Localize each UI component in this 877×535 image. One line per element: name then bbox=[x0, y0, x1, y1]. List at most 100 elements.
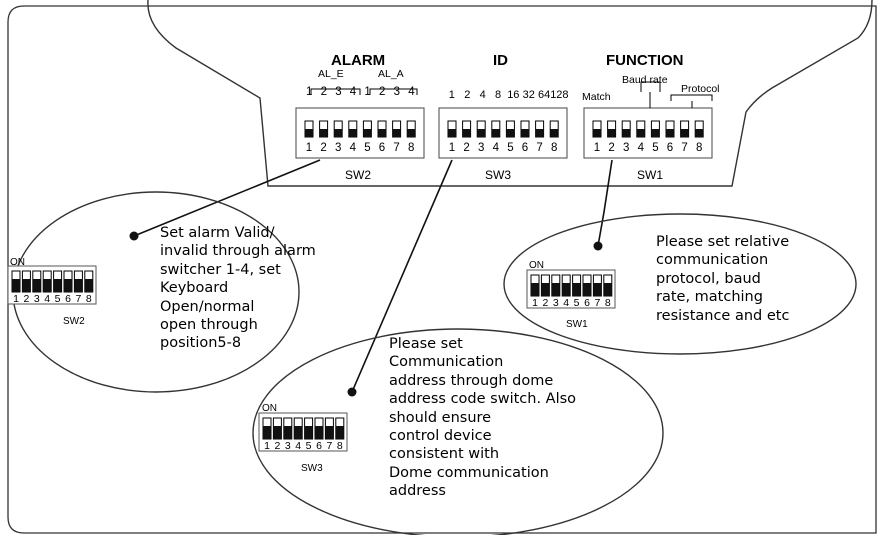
dip-position-number: 5 bbox=[574, 297, 580, 309]
dip-switch-knob bbox=[283, 426, 292, 439]
dip-position-number: 4 bbox=[295, 440, 301, 452]
dip-position-number: 4 bbox=[493, 142, 500, 154]
dip-position-number: 1 bbox=[264, 440, 270, 452]
dip-switch-knob bbox=[304, 426, 313, 439]
callout-sw3-line: address through dome bbox=[389, 372, 554, 389]
sw1-on-label: ON bbox=[529, 260, 544, 271]
function-protocol-label: Protocol bbox=[681, 83, 720, 95]
main-switch-name-sw1: SW1 bbox=[637, 168, 664, 182]
dip-position-number: 3 bbox=[335, 142, 341, 154]
dip-position-number: 1 bbox=[306, 142, 312, 154]
dip-switch-knob bbox=[541, 283, 550, 296]
dip-switch-knob bbox=[572, 283, 581, 296]
dip-switch-knob bbox=[448, 129, 456, 137]
dip-position-number: 1 bbox=[594, 142, 600, 154]
dip-position-number: 6 bbox=[667, 142, 673, 154]
id-bit-label: 8 bbox=[495, 89, 502, 101]
id-header: ID bbox=[493, 52, 508, 69]
id-bit-label: 32 bbox=[522, 89, 535, 101]
dip-switch-knob bbox=[593, 129, 601, 137]
dip-switch-knob bbox=[294, 426, 303, 439]
alarm-bit-label: 3 bbox=[393, 86, 400, 98]
leader-sw1 bbox=[597, 159, 613, 247]
group-bracket bbox=[369, 88, 418, 95]
dip-position-number: 3 bbox=[478, 142, 484, 154]
dip-position-number: 7 bbox=[594, 297, 600, 309]
dip-position-number: 8 bbox=[337, 440, 343, 452]
callout-sw3-line: Please set bbox=[389, 336, 463, 352]
callout-text-sw1: Please set relative communication protoc… bbox=[656, 233, 789, 325]
callout-ellipse-sw3 bbox=[252, 328, 664, 535]
dip-switch-knob bbox=[550, 129, 559, 137]
dip-switch-knob bbox=[12, 279, 20, 292]
dip-position-number: 4 bbox=[350, 142, 357, 154]
dip-position-number: 1 bbox=[13, 293, 19, 305]
dip-switch-knob bbox=[22, 279, 31, 292]
dip-position-number: 5 bbox=[55, 293, 61, 305]
sw2-on-label: ON bbox=[10, 257, 25, 268]
dip-switch-knob bbox=[43, 279, 52, 292]
dip-position-number: 2 bbox=[274, 440, 280, 452]
callout-ellipse-sw1 bbox=[503, 213, 857, 355]
alarm-bit-label: 1 bbox=[364, 86, 371, 98]
id-bit-label: 64 bbox=[538, 89, 551, 101]
dip-position-number: 6 bbox=[65, 293, 71, 305]
dip-position-number: 6 bbox=[584, 297, 590, 309]
dip-position-number: 4 bbox=[44, 293, 50, 305]
dip-position-number: 8 bbox=[408, 142, 414, 154]
callout-text-sw3: Please set Communication address through… bbox=[389, 335, 576, 501]
callout-sw1-line: communication bbox=[656, 252, 769, 269]
dip-switch-knob bbox=[695, 129, 704, 137]
dip-switch-knob bbox=[535, 129, 544, 137]
callout-sw2-line: open through bbox=[160, 317, 258, 334]
alarm-sub-al-e: AL_E bbox=[318, 68, 344, 80]
dip-switch-knob bbox=[334, 129, 343, 137]
alarm-bit-label: 4 bbox=[349, 86, 357, 98]
dip-position-number: 1 bbox=[449, 142, 455, 154]
sw3-on-label: ON bbox=[262, 403, 277, 414]
callout-sw3-line: control device bbox=[389, 428, 492, 445]
callout-sw2-line: Open/normal bbox=[160, 298, 255, 315]
callout-sw2-line: Set alarm Valid/ bbox=[160, 225, 275, 241]
outer-frame bbox=[7, 5, 877, 534]
main-switch-box-sw3 bbox=[438, 107, 568, 159]
callout-sw2-line: position5-8 bbox=[160, 335, 242, 352]
callout-sw3-line: consistent with bbox=[389, 446, 500, 463]
dip-position-number: 2 bbox=[463, 142, 469, 154]
callout-sw1-line: Please set relative bbox=[656, 234, 790, 250]
function-match-label: Match bbox=[582, 91, 611, 103]
alarm-header: ALARM bbox=[331, 52, 386, 69]
dip-position-number: 5 bbox=[507, 142, 513, 154]
callout-sw1-line: rate, matching bbox=[656, 289, 763, 306]
dip-switch-knob bbox=[651, 129, 660, 137]
function-header: FUNCTION bbox=[606, 52, 684, 69]
dip-position-number: 4 bbox=[638, 142, 645, 154]
dip-switch-knob bbox=[583, 283, 591, 296]
dip-position-number: 7 bbox=[75, 293, 81, 305]
dip-switch-knob bbox=[607, 129, 616, 137]
id-bit-label: 4 bbox=[479, 89, 486, 101]
dip-position-number: 6 bbox=[316, 440, 322, 452]
id-bit-label: 128 bbox=[550, 89, 569, 101]
dip-switch-knob bbox=[603, 283, 612, 296]
dip-switch-knob bbox=[531, 283, 539, 296]
alarm-bit-label: 1 bbox=[306, 86, 313, 98]
dip-switch-knob bbox=[521, 129, 529, 137]
callout-sw2-line: Keyboard bbox=[160, 280, 229, 297]
sw1-small-name: SW1 bbox=[566, 319, 588, 330]
leader-sw3 bbox=[351, 159, 453, 393]
dip-switch-knob bbox=[363, 129, 372, 137]
dip-switch-knob bbox=[680, 129, 689, 137]
dip-position-number: 2 bbox=[542, 297, 548, 309]
dip-switch-knob bbox=[666, 129, 674, 137]
dip-switch-knob bbox=[491, 129, 500, 137]
leader-sw2 bbox=[133, 159, 321, 237]
alarm-bit-label: 4 bbox=[408, 86, 415, 98]
dip-switch-knob bbox=[53, 279, 62, 292]
callout-sw3-line: address code switch. Also bbox=[389, 391, 577, 408]
alarm-bit-label: 2 bbox=[379, 86, 386, 98]
dip-switch-knob bbox=[593, 283, 602, 296]
dip-position-number: 8 bbox=[605, 297, 611, 309]
